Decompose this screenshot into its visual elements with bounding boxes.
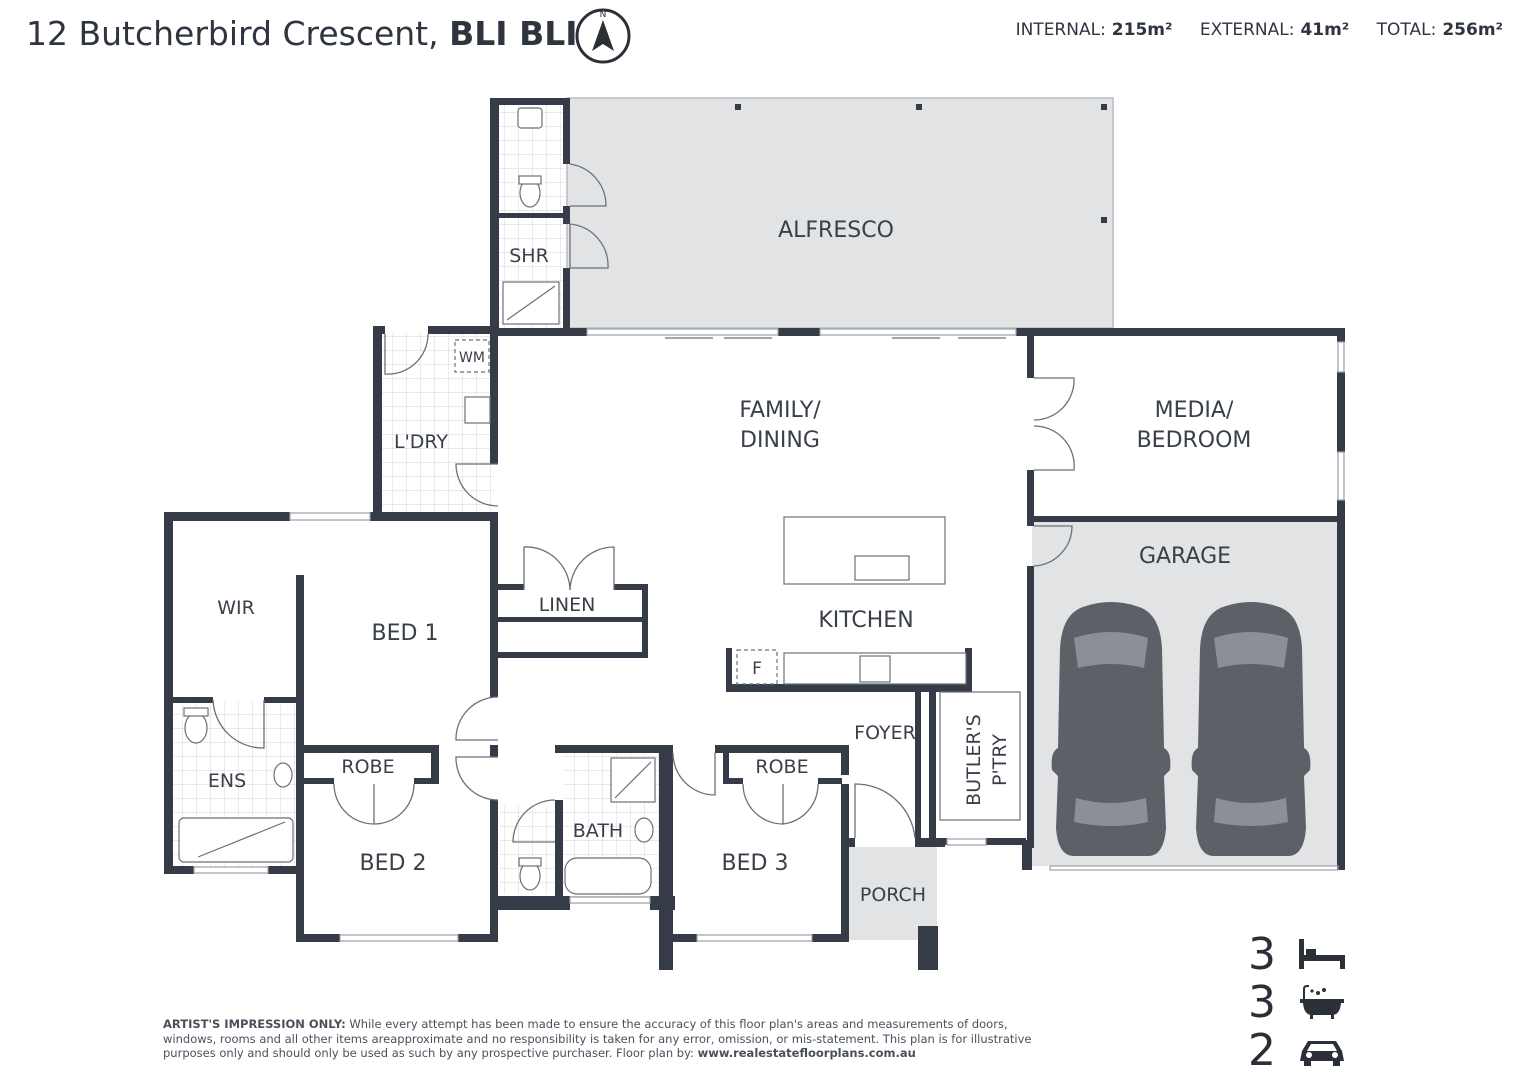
car-icon — [1051, 602, 1171, 856]
car-icon — [1191, 602, 1311, 856]
label-linen: LINEN — [539, 594, 596, 616]
fixtures — [178, 107, 1021, 895]
fridge-space — [736, 649, 778, 685]
laundry-tub — [464, 396, 491, 424]
label-bed1: BED 1 — [372, 621, 439, 646]
suburb: BLI BLI — [449, 14, 578, 53]
area-summary: INTERNAL:215m² EXTERNAL:41m² TOTAL:256m² — [1016, 20, 1503, 40]
label-kitchen: KITCHEN — [818, 608, 913, 633]
internal-label: INTERNAL: — [1015, 20, 1106, 40]
compass-north-label: N — [600, 10, 607, 20]
label-fridge: F — [752, 659, 762, 679]
total-value: 256m² — [1442, 20, 1503, 40]
bedroom-count: 3 — [1248, 928, 1346, 980]
cooktop — [859, 655, 891, 683]
bed-icon — [1299, 939, 1345, 969]
porch-area — [849, 847, 937, 940]
disclaimer: ARTIST'S IMPRESSION ONLY: While every at… — [163, 1017, 1043, 1061]
toilet-ens — [184, 712, 208, 744]
car-icon — [1300, 1041, 1344, 1066]
label-media-2: BEDROOM — [1137, 428, 1252, 453]
bathroom-count: 3 — [1248, 976, 1346, 1028]
street-address: 12 Butcherbird Crescent, — [26, 14, 439, 53]
basin-bath — [634, 817, 654, 843]
car-space-count: 2 — [1248, 1024, 1346, 1076]
property-address: 12 Butcherbird Crescent, BLI BLI — [26, 14, 578, 53]
windows — [193, 328, 1345, 942]
walls — [164, 98, 1345, 970]
washing-machine — [454, 339, 490, 373]
basin-outdoor — [517, 107, 543, 129]
total-label: TOTAL: — [1376, 20, 1437, 40]
doors — [212, 163, 1075, 843]
compass-icon: N — [575, 8, 631, 64]
bath-icon — [1300, 985, 1344, 1019]
label-laundry: L'DRY — [394, 431, 448, 453]
label-shower: SHR — [509, 245, 549, 267]
external-label: EXTERNAL: — [1199, 20, 1295, 40]
bathtub — [564, 857, 652, 895]
alfresco-area — [566, 97, 1114, 329]
external-value: 41m² — [1300, 20, 1350, 40]
bedroom-number: 3 — [1248, 928, 1276, 980]
label-ensuite: ENS — [208, 770, 246, 792]
disclaimer-lead: ARTIST'S IMPRESSION ONLY: — [163, 1017, 346, 1031]
label-pantry: P'TRY — [989, 734, 1011, 786]
label-foyer: FOYER — [854, 722, 916, 744]
label-alfresco: ALFRESCO — [778, 218, 894, 243]
disclaimer-website[interactable]: www.realestatefloorplans.com.au — [697, 1046, 916, 1060]
alfresco-posts — [735, 104, 1107, 223]
butlers-bench — [939, 691, 1021, 821]
label-bed3: BED 3 — [722, 851, 789, 876]
label-butlers: BUTLER'S — [963, 714, 985, 806]
disclaimer-body: While every attempt has been made to ens… — [163, 1017, 1032, 1060]
label-bath: BATH — [573, 820, 623, 842]
label-bed2: BED 2 — [360, 851, 427, 876]
basin-ens — [273, 762, 293, 788]
bathroom-number: 3 — [1248, 976, 1276, 1028]
label-garage: GARAGE — [1139, 544, 1231, 569]
bath-ens — [178, 817, 294, 863]
internal-value: 215m² — [1111, 20, 1173, 40]
label-wir: WIR — [217, 597, 255, 619]
label-robe-bed2: ROBE — [341, 756, 394, 778]
car-space-number: 2 — [1248, 1024, 1276, 1076]
label-media-1: MEDIA/ — [1155, 398, 1234, 423]
label-washing-machine: WM — [459, 350, 485, 366]
property-summary: 3 3 2 — [1248, 928, 1346, 1076]
label-family-2: DINING — [740, 428, 820, 453]
label-family-1: FAMILY/ — [739, 398, 821, 423]
label-porch: PORCH — [860, 884, 926, 906]
sink — [854, 555, 910, 581]
label-robe-bed3: ROBE — [755, 756, 808, 778]
